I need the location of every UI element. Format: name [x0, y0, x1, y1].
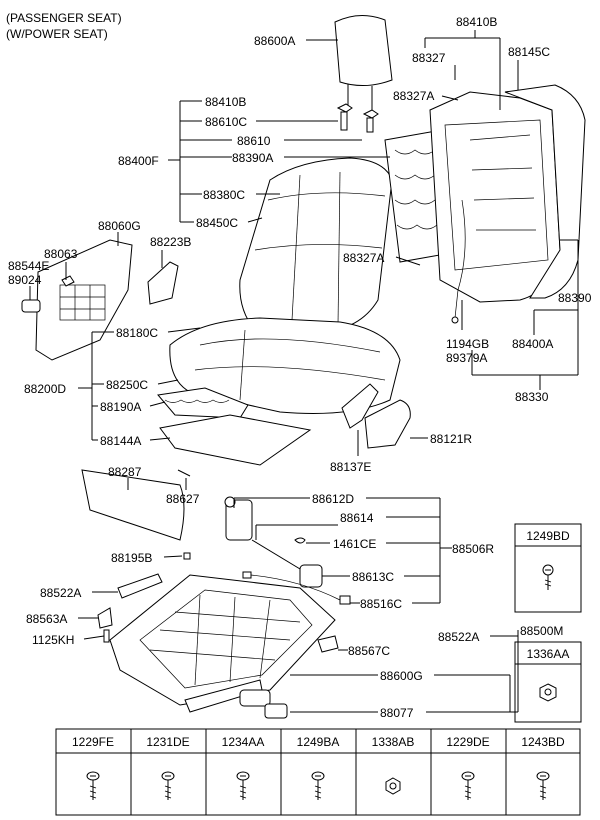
power-motor-upper	[224, 496, 323, 588]
label-88613C: 88613C	[352, 570, 394, 584]
label-88567C: 88567C	[348, 644, 390, 658]
label-88522A-right: 88522A	[438, 630, 479, 644]
label-88380C: 88380C	[203, 188, 245, 202]
label-88516C: 88516C	[360, 597, 402, 611]
headrest-guide	[336, 103, 379, 133]
label-88060G: 88060G	[98, 219, 141, 233]
wiring-connector	[242, 571, 351, 605]
label-1125KH: 1125KH	[32, 633, 74, 647]
label-88600G: 88600G	[380, 669, 423, 683]
side-bracket-left	[97, 573, 163, 643]
fastener-code: 1229DE	[446, 735, 489, 749]
label-88400F: 88400F	[118, 154, 159, 168]
leader-lines	[29, 30, 579, 713]
side-cover-left	[35, 239, 133, 361]
fastener-table: 1229FE 1231DE 1234AA 1249BA 1338AB 1229D…	[55, 728, 581, 816]
seat-back-frame	[429, 91, 561, 303]
label-88190A: 88190A	[100, 400, 141, 414]
side-cover-trim	[147, 261, 179, 305]
label-88390: 88390	[558, 291, 592, 305]
label-88506R: 88506R	[452, 542, 494, 556]
label-88612D: 88612D	[312, 492, 354, 506]
seat-heater-pad	[157, 387, 249, 419]
fastener-code: 1249BA	[297, 735, 340, 749]
label-88144A: 88144A	[100, 434, 141, 448]
side-box-1249BD: 1249BD	[514, 523, 582, 613]
seat-cushion-pad	[159, 414, 312, 466]
screw-icon	[236, 771, 250, 800]
label-89024: 89024	[8, 273, 42, 287]
label-88610: 88610	[237, 134, 271, 148]
cable-1461ce	[294, 537, 306, 544]
switch-right	[317, 635, 339, 653]
part-labels: 88600A 88410B 88327 88327A 88145C 88410B…	[8, 15, 592, 720]
screw-icon	[161, 771, 175, 800]
seat-back-cushion	[239, 157, 393, 333]
label-88145C: 88145C	[508, 45, 550, 59]
label-88195B: 88195B	[111, 551, 152, 565]
label-88180C: 88180C	[116, 326, 158, 340]
side-box-code: 1249BD	[526, 529, 570, 543]
screw-icon	[461, 771, 475, 800]
side-box-1336AA: 1336AA	[514, 641, 582, 723]
label-88500M: 88500M	[520, 624, 563, 638]
headrest	[334, 15, 393, 110]
label-88250C: 88250C	[106, 378, 148, 392]
label-88327A-mid: 88327A	[343, 251, 384, 265]
cushion-side-trim	[341, 383, 411, 449]
fastener-code: 1234AA	[222, 735, 265, 749]
side-box-code: 1336AA	[527, 647, 570, 661]
label-88400A: 88400A	[512, 337, 553, 351]
fastener-code: 1243BD	[521, 735, 565, 749]
screw-icon	[311, 771, 325, 800]
header-line-2: (W/POWER SEAT)	[6, 27, 108, 41]
label-88410B: 88410B	[205, 95, 246, 109]
header-line-1: (PASSENGER SEAT)	[6, 11, 122, 25]
screw-icon	[86, 771, 100, 800]
label-89379A: 89379A	[446, 351, 487, 365]
seat-cushion	[169, 317, 401, 414]
label-88410B-top: 88410B	[456, 15, 497, 29]
label-88600A: 88600A	[254, 34, 295, 48]
label-88522A-left: 88522A	[40, 586, 81, 600]
label-88077: 88077	[380, 706, 414, 720]
label-88544E: 88544E	[8, 259, 49, 273]
clip	[177, 469, 191, 477]
fastener-code: 1229FE	[72, 735, 114, 749]
label-88390A: 88390A	[232, 151, 273, 165]
seat-track-frame	[109, 574, 336, 713]
label-88450C: 88450C	[196, 216, 238, 230]
label-1461CE: 1461CE	[333, 537, 376, 551]
label-88327: 88327	[412, 51, 446, 65]
nut-icon	[385, 777, 401, 795]
label-88063: 88063	[44, 247, 78, 261]
label-88223B: 88223B	[150, 235, 191, 249]
fastener-code: 1338AB	[372, 735, 415, 749]
label-88614: 88614	[340, 511, 374, 525]
label-88627: 88627	[166, 492, 200, 506]
switch-knob	[21, 275, 75, 313]
label-88610C: 88610C	[205, 115, 247, 129]
front-trim-panel	[81, 469, 185, 541]
screw-icon	[542, 564, 554, 590]
label-88327A-top: 88327A	[393, 89, 434, 103]
nut-icon	[539, 683, 557, 702]
lumbar-wire	[451, 199, 466, 324]
bolt-88195b	[183, 552, 191, 560]
label-88330: 88330	[515, 390, 549, 404]
label-88121R: 88121R	[430, 432, 472, 446]
label-88287: 88287	[108, 465, 142, 479]
power-motor-lower	[239, 689, 288, 719]
label-1194GB: 1194GB	[446, 337, 489, 351]
label-88137E: 88137E	[330, 460, 371, 474]
fastener-code: 1231DE	[146, 735, 189, 749]
label-88200D: 88200D	[24, 382, 66, 396]
label-88563A: 88563A	[26, 612, 67, 626]
screw-icon	[536, 771, 550, 800]
